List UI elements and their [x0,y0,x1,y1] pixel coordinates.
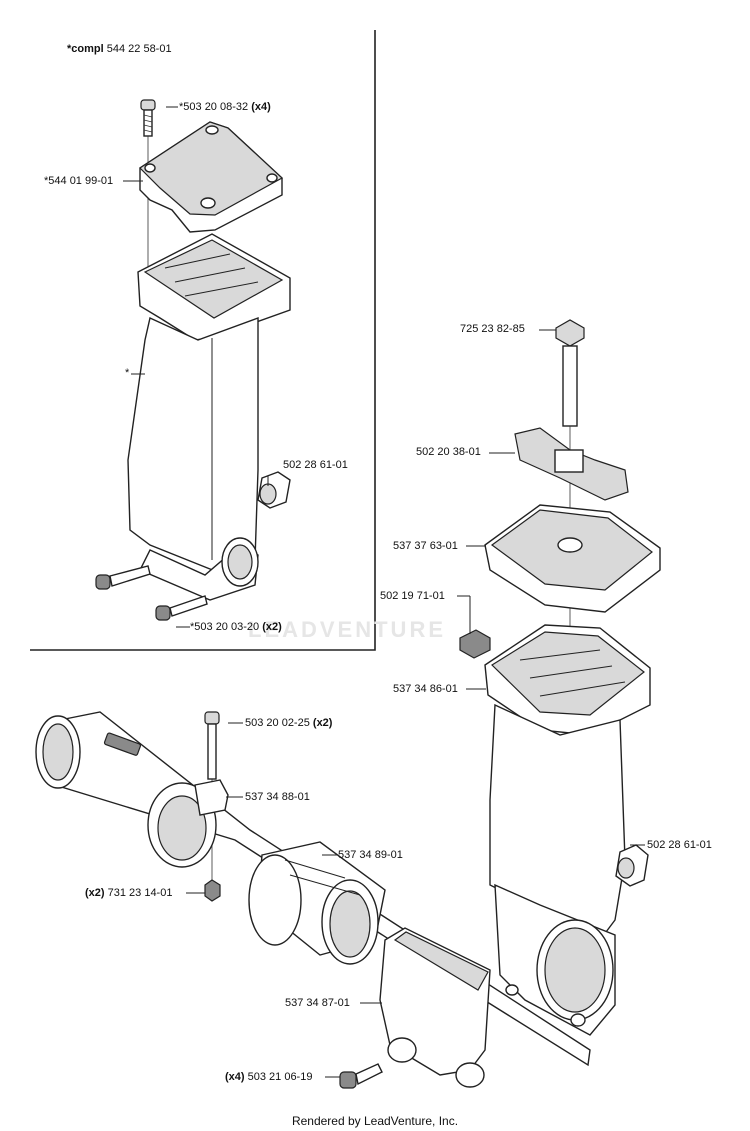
handle-left-part [127,233,291,601]
label-screw-left-bottom-qty: (x2) [262,621,282,633]
screw-top-part [140,99,156,270]
screws-left-bottom-part [95,565,208,621]
footer-credit: Rendered by LeadVenture, Inc. [291,1114,459,1128]
label-nut-small-text: 731 23 14-01 [107,887,173,899]
cap-part [484,504,661,613]
label-screw-top-qty: (x4) [251,101,271,113]
screw-bottom-part [339,1063,383,1089]
watermark: LEADVENTURE [248,617,447,642]
label-screw-top: *503 20 08-32 (x4) [179,101,271,114]
label-screw-mid-text: 503 20 02-25 [245,717,310,729]
leader-lines [123,106,645,1078]
compl-number: 544 22 58-01 [106,43,172,55]
label-wing-nut: 502 20 38-01 [416,446,481,458]
sleeve-part [248,841,386,965]
clamp-lower-part [379,927,491,1088]
label-knob-right: 502 28 61-01 [647,839,712,851]
label-nut-small: (x2) 731 23 14-01 [85,887,172,900]
label-screw-bottom-qty: (x4) [225,1071,245,1083]
label-clamp-ring: 537 34 88-01 [245,791,310,803]
label-cap: 537 37 63-01 [393,540,458,552]
label-knob-left: 502 28 61-01 [283,459,348,471]
label-square-nut: 502 19 71-01 [380,590,445,602]
label-screw-bottom-text: 503 21 06-19 [247,1071,313,1083]
nut-small-part [204,879,221,902]
label-nut-small-qty: (x2) [85,887,105,899]
label-bolt: 725 23 82-85 [460,323,525,335]
handle-right-part [489,703,626,1036]
label-cover-top: *544 01 99-01 [44,175,114,187]
square-nut-part [459,629,491,659]
label-screw-mid-qty: (x2) [312,717,333,729]
label-clamp-lower: 537 34 87-01 [285,997,350,1009]
label-screw-left-bottom: *503 20 03-20 (x2) [190,621,282,634]
label-screw-bottom: (x4) 503 21 06-19 [225,1071,312,1084]
kit-frame [30,30,376,651]
compl-prefix: *compl [67,43,104,55]
cover-top-part [139,121,284,233]
label-sleeve: 537 34 89-01 [338,849,403,861]
label-screw-mid: 503 20 02-25 (x2) [245,717,332,730]
knob-right-part [615,844,649,887]
label-clamp-top: 537 34 86-01 [393,683,458,695]
label-star: * [125,367,130,379]
clamp-top-part [484,624,651,736]
compl-label: *compl 544 22 58-01 [67,43,172,56]
label-screw-top-text: *503 20 08-32 [179,101,249,113]
label-screw-left-bottom-text: *503 20 03-20 [190,621,260,633]
clamp-ring-part [147,779,229,868]
wing-nut-part [514,427,629,501]
knob-left-part [257,471,291,509]
